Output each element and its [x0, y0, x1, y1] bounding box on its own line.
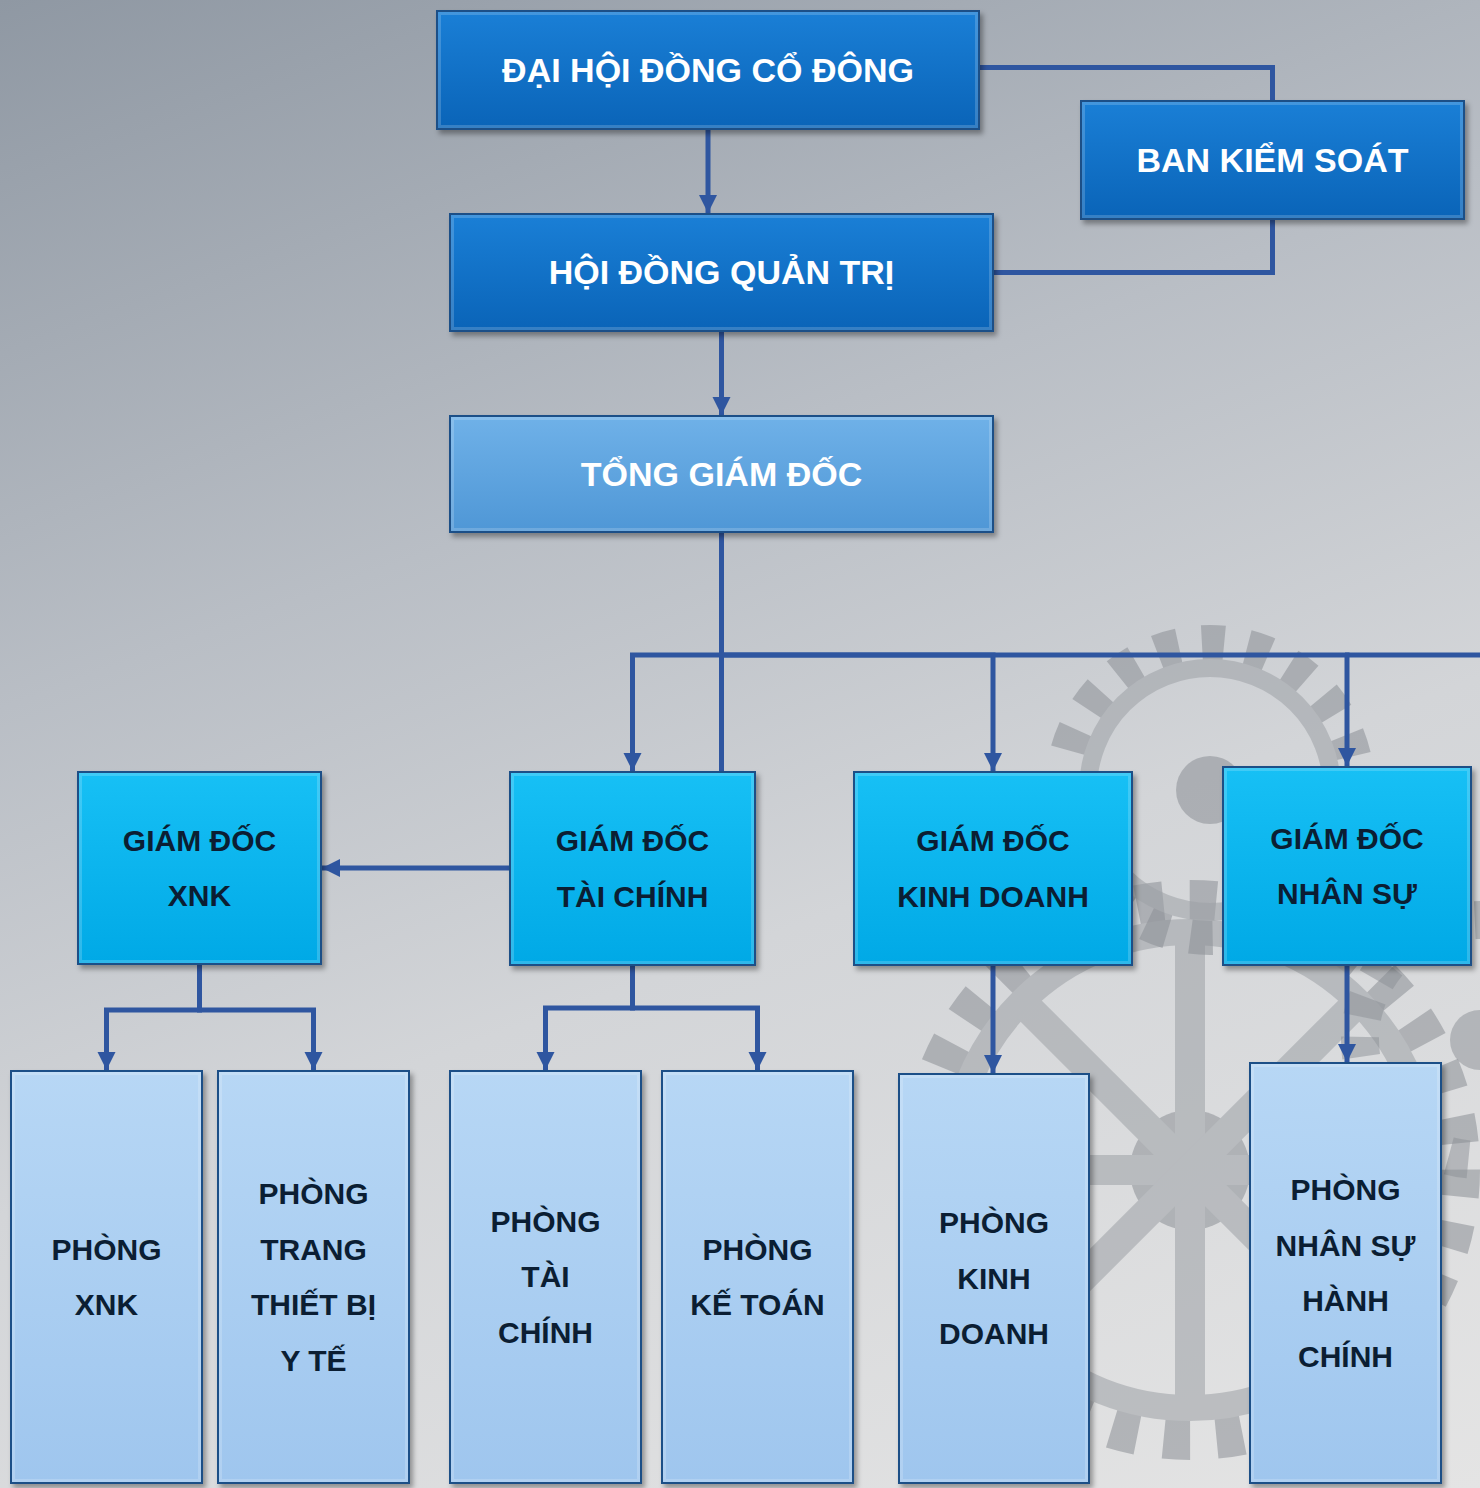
org-box: PHÒNG KẾ TOÁN [661, 1070, 854, 1484]
connector-line [633, 966, 758, 1070]
box-label: PHÒNG TRANG THIẾT BỊ Y TẾ [240, 1166, 388, 1388]
box-label: TỔNG GIÁM ĐỐC [581, 455, 862, 494]
connector-line [722, 533, 1348, 766]
connector-line [722, 533, 994, 771]
bus-line [1345, 653, 1480, 658]
box-label: HỘI ĐỒNG QUẢN TRỊ [549, 253, 895, 292]
connector-line [994, 220, 1273, 273]
connector-line [633, 533, 722, 771]
org-box: GIÁM ĐỐC TÀI CHÍNH [509, 771, 756, 966]
box-label: PHÒNG KINH DOANH [920, 1195, 1068, 1362]
box-label: GIÁM ĐỐC TÀI CHÍNH [533, 813, 733, 924]
box-label: GIÁM ĐỐC KINH DOANH [893, 813, 1093, 924]
box-label: GIÁM ĐỐC XNK [100, 813, 300, 924]
org-box: GIÁM ĐỐC KINH DOANH [853, 771, 1133, 966]
box-label: PHÒNG XNK [33, 1222, 181, 1333]
box-label: PHÒNG KẾ TOÁN [684, 1222, 832, 1333]
org-box: PHÒNG XNK [10, 1070, 203, 1484]
org-box: PHÒNG KINH DOANH [898, 1073, 1090, 1484]
org-box: PHÒNG NHÂN SỰ HÀNH CHÍNH [1249, 1062, 1442, 1484]
org-box: ĐẠI HỘI ĐỒNG CỔ ĐÔNG [436, 10, 980, 130]
box-label: ĐẠI HỘI ĐỒNG CỔ ĐÔNG [502, 51, 914, 90]
org-box: BAN KIỂM SOÁT [1080, 100, 1465, 220]
org-box: TỔNG GIÁM ĐỐC [449, 415, 994, 533]
org-box: GIÁM ĐỐC NHÂN SỰ [1222, 766, 1472, 966]
connector-line [980, 68, 1273, 100]
box-label: PHÒNG NHÂN SỰ HÀNH CHÍNH [1272, 1162, 1420, 1384]
connector-line [200, 965, 314, 1070]
connector-line [719, 332, 724, 415]
box-label: BAN KIỂM SOÁT [1137, 141, 1409, 180]
connector-line [706, 130, 711, 213]
box-label: GIÁM ĐỐC NHÂN SỰ [1247, 811, 1447, 922]
org-box: PHÒNG TRANG THIẾT BỊ Y TẾ [217, 1070, 410, 1484]
connector-line [546, 966, 633, 1070]
org-box: GIÁM ĐỐC XNK [77, 771, 322, 965]
connector-line [1345, 966, 1350, 1062]
connector-line [107, 965, 200, 1070]
org-box: HỘI ĐỒNG QUẢN TRỊ [449, 213, 994, 332]
box-label: PHÒNG TÀI CHÍNH [472, 1194, 620, 1361]
connector-line [991, 966, 996, 1073]
org-box: PHÒNG TÀI CHÍNH [449, 1070, 642, 1484]
